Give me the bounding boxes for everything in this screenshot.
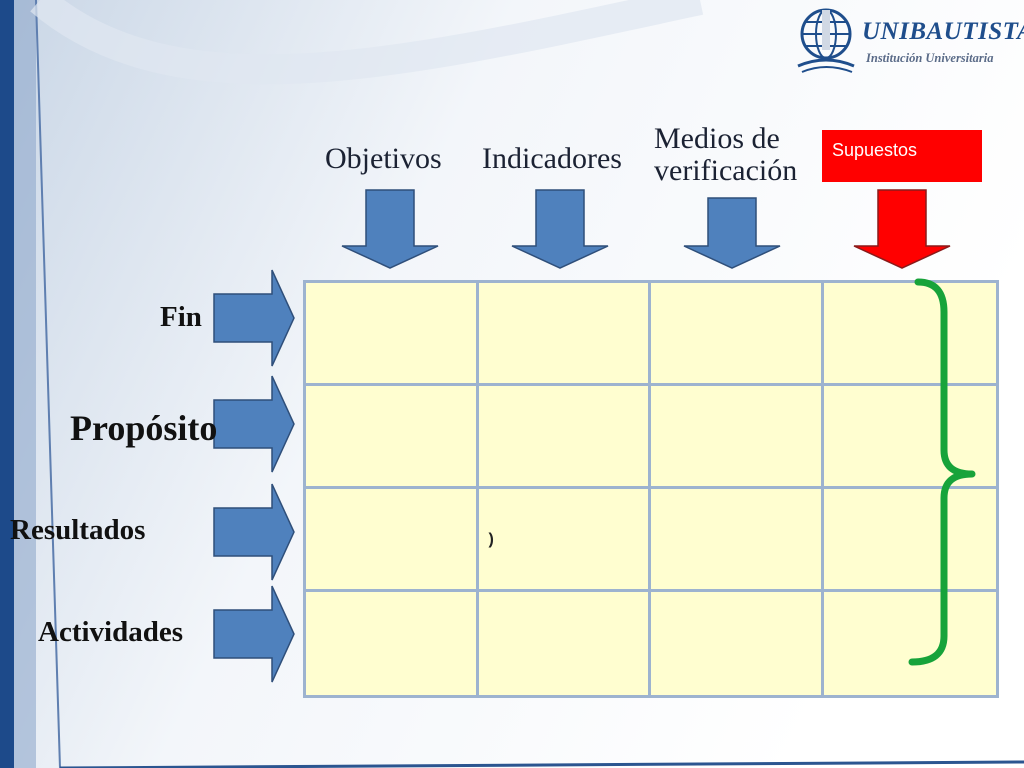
logo-name: UNIBAUTISTA	[862, 18, 1024, 45]
header-indicadores: Indicadores	[482, 142, 622, 175]
supuestos-header-box: Supuestos	[822, 130, 982, 182]
cell-actividades-indicadores	[479, 592, 651, 695]
cell-resultados-indicadores: )	[478, 489, 651, 592]
cell-proposito-medios	[651, 386, 824, 489]
header-supuestos: Supuestos	[832, 140, 918, 160]
globe-book-icon	[797, 8, 855, 73]
cell-fin-supuestos	[823, 283, 996, 386]
down-arrow-supuestos	[853, 189, 951, 269]
right-arrow-resultados	[213, 483, 295, 581]
cell-resultados-medios	[651, 489, 824, 592]
down-arrow-objetivos	[341, 189, 439, 269]
cell-actividades-medios	[651, 592, 824, 695]
unibautista-logo	[790, 2, 1015, 78]
row-label-fin: Fin	[160, 301, 202, 333]
header-medios-verificacion: Medios de verificación	[654, 122, 798, 187]
cell-proposito-indicadores	[478, 386, 651, 489]
right-arrow-proposito	[213, 375, 295, 473]
cell-actividades-supuestos	[824, 592, 997, 695]
header-objetivos: Objetivos	[325, 142, 442, 175]
right-arrow-actividades	[213, 585, 295, 683]
right-arrow-fin	[213, 269, 295, 367]
logo-subtitle: Institución Universitaria	[866, 51, 994, 65]
row-label-actividades: Actividades	[38, 616, 183, 648]
matrix-grid: )	[303, 280, 999, 698]
cell-fin-objetivos	[306, 283, 479, 386]
down-arrow-medios	[683, 197, 781, 269]
cell-proposito-supuestos	[823, 386, 996, 489]
cell-proposito-objetivos	[306, 386, 479, 489]
cell-actividades-objetivos	[306, 592, 479, 695]
cell-fin-indicadores	[478, 283, 651, 386]
down-arrow-indicadores	[511, 189, 609, 269]
row-label-resultados: Resultados	[10, 514, 146, 546]
cell-resultados-objetivos	[306, 489, 479, 592]
cell-resultados-supuestos	[823, 489, 996, 592]
cell-fin-medios	[651, 283, 824, 386]
row-label-proposito: Propósito	[70, 408, 218, 448]
